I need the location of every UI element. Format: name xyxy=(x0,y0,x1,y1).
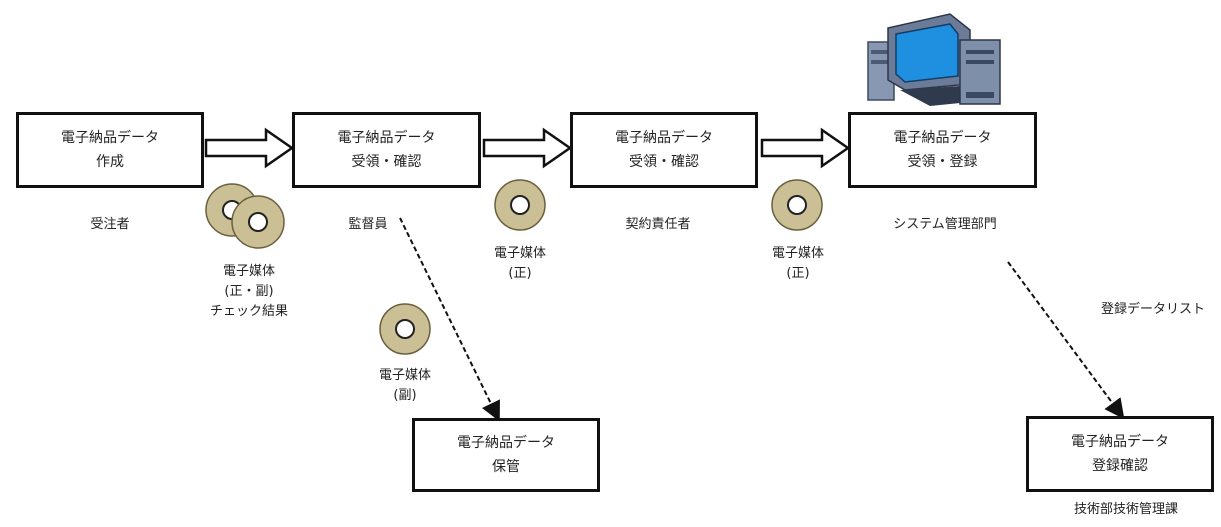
media-label-2: 電子媒体 (正) xyxy=(478,244,562,284)
registered-data-list-label: 登録データリスト xyxy=(1100,302,1205,317)
box-subtitle: 受領・確認 xyxy=(351,154,422,170)
media-label-line: チェック結果 xyxy=(209,304,288,319)
computer-icon xyxy=(867,13,1001,106)
media-label-1: 電子媒体 (正・副) チェック結果 xyxy=(194,262,304,322)
process-box-create: 電子納品データ 作成 xyxy=(16,112,204,188)
media-label-line: 電子媒体 xyxy=(771,246,824,261)
media-label-line: 電子媒体 xyxy=(222,264,275,279)
box-title: 電子納品データ xyxy=(615,130,713,146)
box-title: 電子納品データ xyxy=(61,130,159,146)
media-label-4: 電子媒体 (副) xyxy=(363,366,447,406)
box-title: 電子納品データ xyxy=(1071,434,1169,450)
box-subtitle: 登録確認 xyxy=(1092,458,1148,474)
box-subtitle: 保管 xyxy=(492,459,520,475)
process-box-confirm: 電子納品データ 登録確認 xyxy=(1026,416,1214,492)
flow-arrow-2 xyxy=(482,127,573,169)
role-label-system-dept: システム管理部門 xyxy=(893,217,997,232)
process-box-receive-supervisor: 電子納品データ 受領・確認 xyxy=(292,112,481,188)
disc-icon xyxy=(494,179,546,231)
role-label-contractor: 受注者 xyxy=(90,217,130,232)
role-label-supervisor: 監督員 xyxy=(348,217,388,232)
media-label-line: 電子媒体 xyxy=(378,368,431,383)
role-label-contract-officer: 契約責任者 xyxy=(625,217,691,232)
media-label-line: (正・副) xyxy=(224,284,274,299)
dashed-arrow-to-storage xyxy=(399,217,500,422)
box-subtitle: 受領・登録 xyxy=(907,154,978,170)
process-box-receive-contract: 電子納品データ 受領・確認 xyxy=(570,112,758,188)
flow-arrow-3 xyxy=(760,127,851,169)
role-label-tech-section: 技術部技術管理課 xyxy=(1073,502,1178,517)
box-title: 電子納品データ xyxy=(457,435,555,451)
dashed-arrow-to-confirm xyxy=(1007,261,1125,420)
media-label-line: 電子媒体 xyxy=(493,246,546,261)
process-box-register: 電子納品データ 受領・登録 xyxy=(848,112,1037,188)
box-subtitle: 受領・確認 xyxy=(629,154,699,170)
media-label-line: (副) xyxy=(393,388,417,403)
media-label-line: (正) xyxy=(508,266,532,281)
box-title: 電子納品データ xyxy=(337,130,436,146)
disc-icon xyxy=(231,195,285,249)
media-label-line: (正) xyxy=(786,266,810,281)
disc-icon xyxy=(379,303,431,355)
media-label-3: 電子媒体 (正) xyxy=(756,244,840,284)
box-subtitle: 作成 xyxy=(96,154,124,170)
process-box-store: 電子納品データ 保管 xyxy=(412,418,600,492)
flow-arrow-1 xyxy=(204,127,295,169)
disc-icon xyxy=(771,179,823,231)
box-title: 電子納品データ xyxy=(893,130,992,146)
